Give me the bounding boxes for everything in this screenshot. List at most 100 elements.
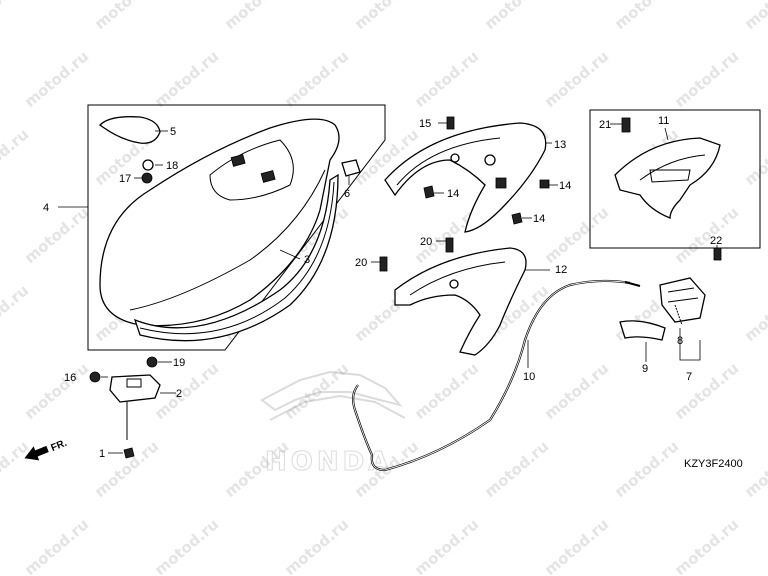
callout-label: 8 xyxy=(677,335,683,347)
callout-label: 10 xyxy=(523,371,535,383)
watermark-text: motod.ru xyxy=(671,515,742,576)
clip-part-14c xyxy=(539,179,550,189)
rear-cover-part-13 xyxy=(384,122,547,233)
watermark-text: motod.ru xyxy=(671,359,742,423)
watermark-text: motod.ru xyxy=(0,437,32,501)
seat-hinge-part-2 xyxy=(109,374,161,403)
spring-part-8 xyxy=(674,304,683,326)
clip-part-14a xyxy=(495,177,507,189)
callout-label: 14 xyxy=(559,180,571,192)
watermark-text: motod.ru xyxy=(411,359,482,423)
callout-label: 20 xyxy=(355,257,367,269)
watermark-text: motod.ru xyxy=(411,47,482,111)
seat-part-4 xyxy=(99,118,340,327)
watermark-text: motod.ru xyxy=(411,515,482,576)
callout-label: 1 xyxy=(99,448,105,460)
watermark-text: motod.ru xyxy=(671,203,742,267)
watermark-text: motod.ru xyxy=(281,515,352,576)
cover-hole-2 xyxy=(484,154,496,166)
callout-label: 17 xyxy=(119,173,131,185)
callout-label: 19 xyxy=(173,357,185,369)
watermark-text: motod.ru xyxy=(0,0,32,33)
bolt-part-20b xyxy=(379,256,388,272)
watermark-text: motod.ru xyxy=(0,125,32,189)
watermark-text: motod.ru xyxy=(611,437,682,501)
watermark-text: motod.ru xyxy=(281,47,352,111)
callout-label: 2 xyxy=(176,388,182,400)
callout-label: 14 xyxy=(447,188,459,200)
seat-bracket-1 xyxy=(230,154,246,167)
watermark-text: motod.ru xyxy=(541,47,612,111)
seat-plate xyxy=(209,139,294,201)
cable-end xyxy=(624,281,641,287)
watermark-text: motod.ru xyxy=(91,0,162,33)
clip-part-14b xyxy=(423,185,435,199)
watermark-text: motod.ru xyxy=(221,0,292,33)
watermark-text: motod.ru xyxy=(21,359,92,423)
seat-base-part-3 xyxy=(133,173,339,342)
callout-label: 6 xyxy=(344,188,350,200)
watermark-text: motod.ru xyxy=(541,359,612,423)
callout-label: 14 xyxy=(533,213,545,225)
watermark-text: motod.ru xyxy=(351,0,422,33)
callout-label: 22 xyxy=(710,235,722,247)
callout-label: 21 xyxy=(599,119,611,131)
watermark-text: motod.ru xyxy=(741,125,768,189)
watermark-text: motod.ru xyxy=(611,0,682,33)
callout-labels: 1234567891011121314141415161718192020212… xyxy=(43,115,722,460)
nut-part-18 xyxy=(142,159,154,171)
bolt-part-19 xyxy=(146,356,158,368)
callout-label: 13 xyxy=(554,139,566,151)
watermark-text: motod.ru xyxy=(481,0,552,33)
watermark-text: motod.ru xyxy=(21,515,92,576)
callout-label: 5 xyxy=(170,126,176,138)
watermark-text: motod.ru xyxy=(481,437,552,501)
honda-wordmark: HONDA xyxy=(265,447,392,477)
washer-part-17 xyxy=(141,172,153,184)
callout-label: 3 xyxy=(304,254,310,266)
callout-label: 20 xyxy=(420,236,432,248)
bracket-part-12 xyxy=(394,247,527,356)
cable-inner xyxy=(352,280,631,471)
watermark-text: motod.ru xyxy=(541,203,612,267)
bolt-part-16 xyxy=(89,371,101,383)
bolt-part-21 xyxy=(621,117,631,133)
bolt-part-20a xyxy=(445,237,454,253)
watermark-text: motod.ru xyxy=(151,359,222,423)
honda-logo-watermark: HONDA xyxy=(260,370,406,478)
callout-label: 4 xyxy=(43,202,49,214)
bolt-part-1 xyxy=(123,447,135,459)
seat-bracket-2 xyxy=(260,170,276,183)
callout-label: 15 xyxy=(419,118,431,130)
latch-plate-part-9 xyxy=(619,320,666,341)
diagram-code: KZY3F2400 xyxy=(684,458,743,470)
watermark-text: motod.ru xyxy=(0,281,32,345)
watermark-text: motod.ru xyxy=(541,515,612,576)
watermark-text: motod.ru xyxy=(151,47,222,111)
watermark-text: motod.ru xyxy=(741,437,768,501)
hinge-slot xyxy=(126,378,142,388)
watermark-text: motod.ru xyxy=(91,437,162,501)
rear-cover-contour xyxy=(396,137,501,186)
seat-contour xyxy=(129,169,326,311)
bolt-part-22 xyxy=(713,247,722,261)
screw-part-15 xyxy=(446,116,455,130)
cover-hole-1 xyxy=(450,153,460,163)
callout-label: 11 xyxy=(658,115,669,127)
seat-base-rim xyxy=(139,181,335,335)
grab-rail-part-11 xyxy=(614,137,721,219)
watermark-text: motod.ru xyxy=(151,515,222,576)
watermark-text: motod.ru xyxy=(741,281,768,345)
leader-lines xyxy=(58,122,718,454)
watermark-text: motod.ru xyxy=(671,47,742,111)
seat-group-frame xyxy=(87,104,386,351)
clip-part-14d xyxy=(511,212,523,225)
seat-pad-part-5 xyxy=(99,116,161,144)
arrow-icon xyxy=(24,445,49,461)
callout-label: 7 xyxy=(686,371,692,383)
bracket-hole xyxy=(449,279,459,289)
watermark-text: motod.ru xyxy=(741,0,768,33)
watermark-text: motod.ru xyxy=(21,47,92,111)
